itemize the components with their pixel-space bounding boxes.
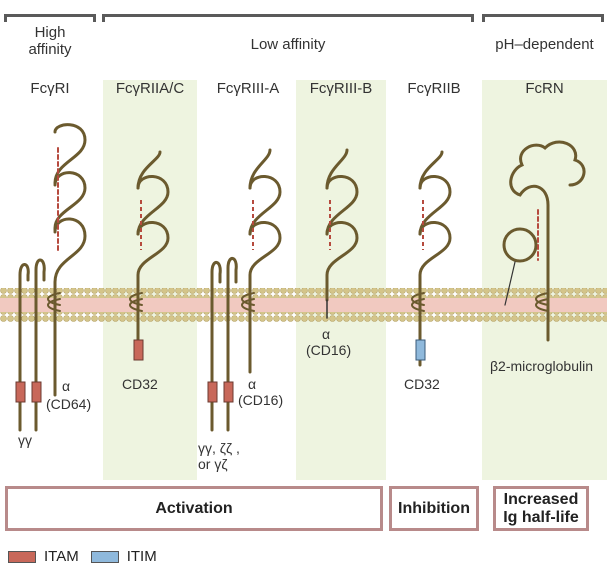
label-b2-microglobulin: β2-microglobulin [490, 358, 593, 374]
outcome-increased-half-life: Increased Ig half-life [493, 486, 589, 531]
label-alpha-fcgriii-b: α [322, 326, 331, 342]
outcome-activation: Activation [5, 486, 383, 531]
header-tick [93, 14, 96, 22]
legend: ITAM ITIM [8, 548, 157, 565]
label-alpha-fcgriii-a: α [248, 376, 257, 392]
fcgri-gamma-chains [18, 258, 46, 432]
label-gamma-gamma: γγ [18, 432, 32, 448]
label-cd16-fcgriii-b: (CD16) [306, 342, 352, 358]
receptor-fcgri: FcγRI [30, 80, 70, 97]
b2-microglobulin-domain [502, 227, 538, 263]
label-cd32-inhibitory: CD32 [404, 376, 440, 392]
cell-membrane [0, 288, 607, 322]
fcgriii-a-signal-chains [210, 257, 238, 432]
band-fcgriia [103, 80, 197, 480]
label-cd32-activating: CD32 [122, 376, 158, 392]
signal-motifs [15, 339, 426, 403]
fcgriii-a-alpha-chain [241, 148, 282, 374]
itam-swatch [8, 550, 36, 563]
header-tick [482, 14, 485, 22]
label-signal-chains-2: or γζ [198, 456, 228, 472]
receptor-fcgriia-c: FcγRIIA/C [115, 80, 185, 97]
legend-itim: ITIM [126, 548, 157, 565]
outcome-inhibition: Inhibition [389, 486, 479, 531]
header-bar-low [102, 14, 474, 17]
fcgriii-b-chain [325, 148, 359, 302]
label-signal-chains-1: γγ, ζζ , [198, 440, 240, 456]
band-fcgriiib [296, 80, 386, 480]
fcrn-heavy-chain [509, 140, 586, 342]
group-high-affinity: High affinity [28, 24, 72, 58]
label-cd64: (CD64) [46, 396, 92, 412]
receptor-fcgriii-a: FcγRIII-A [216, 80, 280, 97]
fcgriia-chain [129, 150, 170, 357]
header-tick [102, 14, 105, 22]
fcgriib-chain [411, 150, 452, 367]
header-tick [4, 14, 7, 22]
receptor-fcgriii-b: FcγRIII-B [309, 80, 373, 97]
receptor-fcgriib: FcγRIIB [407, 80, 461, 97]
header-tick [471, 14, 474, 22]
header-bar-high [4, 14, 96, 17]
label-alpha-fcgri: α [62, 378, 71, 394]
group-ph-dependent: pH–dependent [495, 36, 594, 53]
itim-swatch [90, 550, 119, 563]
fcgri-alpha-chain [47, 123, 87, 397]
receptor-fcrn: FcRN [525, 80, 564, 97]
group-low-affinity: Low affinity [250, 36, 326, 53]
header-bar-ph [482, 14, 604, 17]
header-tick [601, 14, 604, 22]
label-cd16-fcgriii-a: (CD16) [238, 392, 284, 408]
legend-itam: ITAM [44, 548, 79, 565]
b2m-pointer [504, 261, 516, 306]
